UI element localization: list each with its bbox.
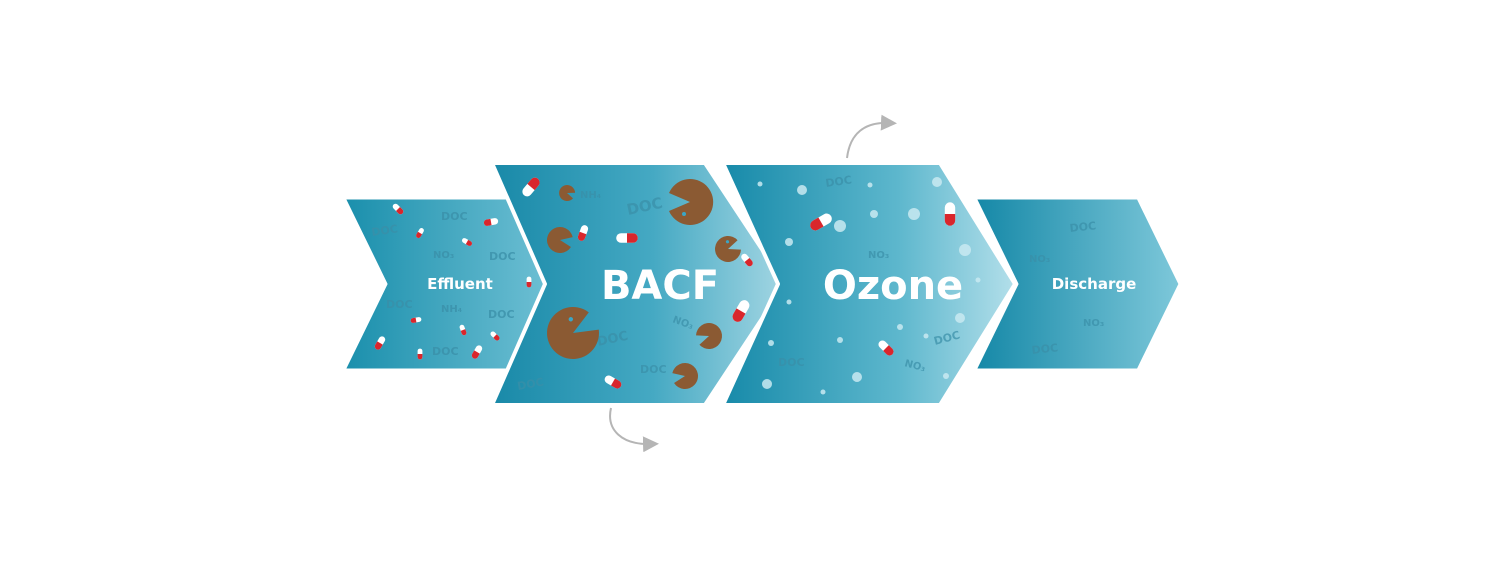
bubble [923, 333, 929, 339]
faint-label: NO₃ [903, 358, 926, 374]
bubble [820, 389, 826, 395]
discharge-faint-labels: DOC NO₃ NO₃ DOC [1029, 219, 1104, 357]
bubble [932, 177, 942, 187]
bubble [867, 182, 873, 188]
effluent-faint-labels: DOC DOC NO₃ DOC DOC NH₄ DOC DOC [371, 210, 516, 358]
bacf-output-arrow [609, 407, 659, 453]
faint-label: NO₃ [1083, 318, 1104, 329]
faint-label: DOC [488, 308, 515, 321]
faint-label: DOC [825, 173, 853, 190]
faint-label: DOC [1031, 341, 1059, 357]
ozone-output-arrow [846, 114, 897, 159]
faint-label: DOC [516, 376, 544, 393]
capsule-icon [417, 348, 423, 360]
bacteria-icon [672, 363, 698, 389]
bacteria-icon [696, 323, 722, 349]
bubble [786, 299, 792, 305]
stage-label-bacf: BACF [601, 263, 719, 309]
bubble [768, 340, 774, 346]
faint-label: DOC [1069, 219, 1097, 235]
ozone-arrow [721, 161, 1017, 407]
bubble [762, 379, 772, 389]
bubble [870, 210, 878, 218]
discharge-arrow [973, 196, 1182, 372]
capsule-icon [616, 233, 638, 243]
bubble [785, 238, 793, 246]
stage-label-discharge: Discharge [1052, 275, 1137, 293]
faint-label: NO₃ [868, 250, 889, 261]
faint-label: NH₄ [580, 190, 601, 201]
bubble [943, 373, 949, 379]
bubble [897, 324, 903, 330]
faint-label: NO₃ [1029, 254, 1050, 265]
bacteria-icon [715, 236, 741, 262]
faint-label: DOC [441, 210, 468, 223]
faint-label: NO₃ [433, 250, 454, 261]
bacteria-icon [559, 185, 576, 202]
ozone-bubbles [757, 177, 981, 395]
faint-label: NH₄ [441, 304, 462, 315]
bacteria-icon [547, 307, 599, 359]
bubble [955, 313, 965, 323]
faint-label: DOC [596, 329, 630, 350]
bubble [908, 208, 920, 220]
faint-label: DOC [640, 363, 667, 376]
faint-label: DOC [778, 356, 805, 369]
bubble [837, 337, 843, 343]
bubble [834, 220, 846, 232]
faint-label: DOC [386, 298, 413, 311]
bubble [852, 372, 862, 382]
bubble [797, 185, 807, 195]
stage-label-effluent: Effluent [427, 275, 493, 293]
faint-label: DOC [489, 250, 516, 263]
stage-label-ozone: Ozone [823, 263, 963, 309]
bacteria-icon [669, 179, 714, 225]
bacf-bacteria [547, 179, 741, 389]
capsule-icon [944, 202, 956, 226]
bubble [757, 181, 763, 187]
bacteria-icon [547, 227, 573, 253]
bubble [959, 244, 971, 256]
capsule-icon [526, 276, 532, 288]
faint-label: DOC [371, 222, 399, 239]
bubble [975, 277, 981, 283]
faint-label: DOC [432, 345, 459, 358]
